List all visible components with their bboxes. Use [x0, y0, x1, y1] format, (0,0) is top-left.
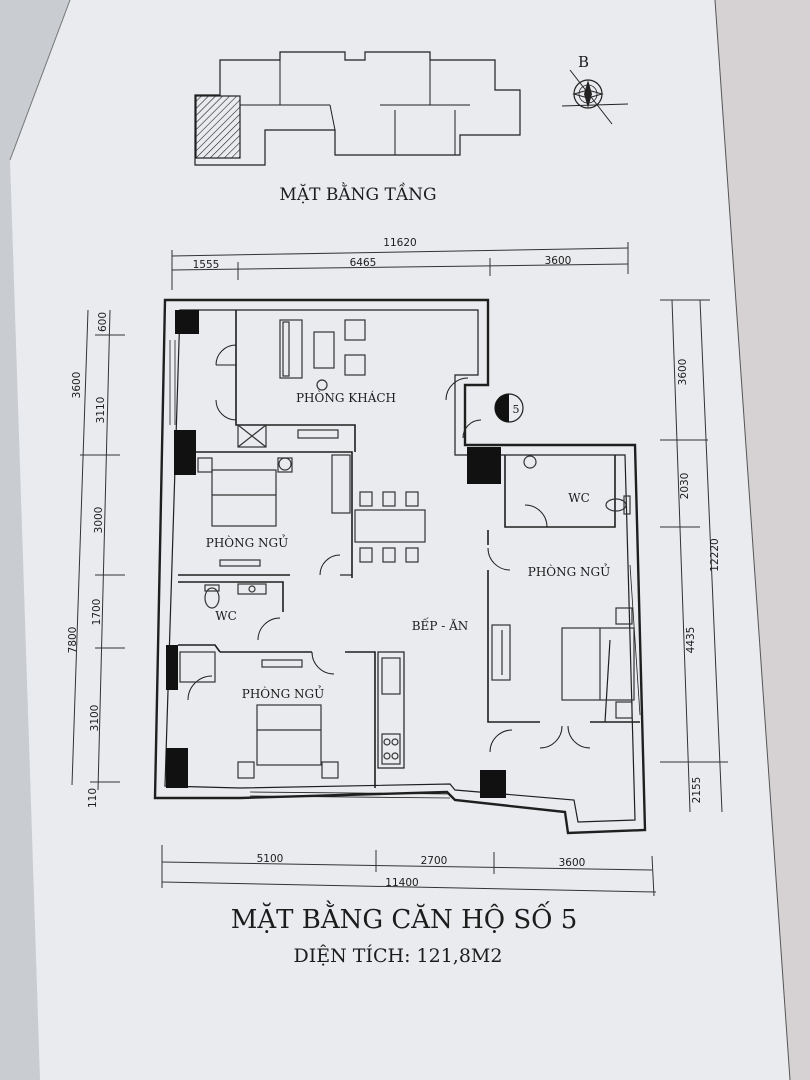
highlighted-apartment — [195, 95, 241, 159]
room-label-bed1: PHÒNG NGỦ — [206, 533, 288, 550]
bedroom-3-furniture — [491, 607, 635, 719]
plan-area: DIỆN TÍCH: 121,8M2 — [294, 944, 503, 967]
page-border-line — [714, 0, 791, 1080]
dim-left-inner-b: 3110 — [95, 397, 107, 424]
dim-top-b: 6465 — [350, 257, 377, 269]
dim-top-c: 3600 — [545, 255, 572, 267]
bedroom-2-furniture — [179, 651, 339, 779]
living-room-furniture — [237, 319, 366, 448]
dim-bottom-total: 11400 — [385, 877, 418, 889]
dim-top-a: 1555 — [193, 259, 220, 271]
dim-right-outer-main: 12220 — [709, 538, 721, 571]
room-label-living: PHÒNG KHÁCH — [296, 389, 396, 405]
north-label: B — [578, 53, 589, 71]
right-dimension-lines — [660, 299, 728, 813]
dim-right-inner-c: 2155 — [691, 777, 703, 804]
dim-right-inner-b: 4435 — [685, 627, 697, 654]
dim-left-inner-c: 3000 — [93, 507, 105, 534]
windows — [169, 340, 641, 799]
wc-1-fixtures — [204, 583, 267, 609]
paper-underlay — [715, 0, 810, 1080]
left-dimension-lines — [71, 309, 125, 791]
dim-left-inner-a: 600 — [97, 312, 109, 332]
bottom-dimension-lines — [161, 845, 657, 897]
dining-table-furniture — [354, 491, 426, 563]
floor-key-title: MẶT BẰNG TẦNG — [279, 182, 436, 205]
plan-title: MẶT BẰNG CĂN HỘ SỐ 5 — [231, 900, 578, 935]
dim-right-inner-a: 2030 — [679, 473, 691, 500]
wc-2-fixtures — [523, 455, 631, 515]
room-label-kitchen: BẾP - ĂN — [412, 616, 469, 633]
room-label-bed2: PHÒNG NGỦ — [242, 684, 324, 701]
top-dimension-lines — [171, 242, 629, 290]
north-compass-icon — [561, 69, 629, 125]
floor-key-plan — [194, 51, 521, 166]
entrance-marker — [494, 393, 524, 423]
room-label-bed3: PHÒNG NGỦ — [528, 562, 610, 579]
kitchen-fixtures — [381, 657, 401, 765]
structural-columns — [166, 310, 506, 798]
room-label-wc1: WC — [215, 609, 237, 623]
key-plan-outline — [194, 51, 521, 166]
entrance-marker-number: 5 — [513, 403, 520, 416]
dim-left-outer-lower: 7800 — [67, 627, 79, 654]
room-label-wc2: WC — [568, 491, 590, 505]
dim-left-inner-f: 110 — [87, 788, 99, 808]
dim-bottom-a: 5100 — [257, 853, 284, 865]
dim-bottom-c: 3600 — [559, 857, 586, 869]
door-swings — [187, 344, 591, 753]
dim-left-inner-e: 3100 — [89, 705, 101, 732]
page-edge-line — [9, 0, 71, 161]
dim-left-inner-d: 1700 — [91, 599, 103, 626]
dim-right-outer-top: 3600 — [677, 359, 689, 386]
dim-bottom-b: 2700 — [421, 855, 448, 867]
dim-left-outer-upper: 3600 — [71, 372, 83, 399]
apartment-walls — [153, 298, 647, 835]
bedroom-1-furniture — [197, 454, 351, 567]
dim-top-total: 11620 — [383, 237, 416, 249]
